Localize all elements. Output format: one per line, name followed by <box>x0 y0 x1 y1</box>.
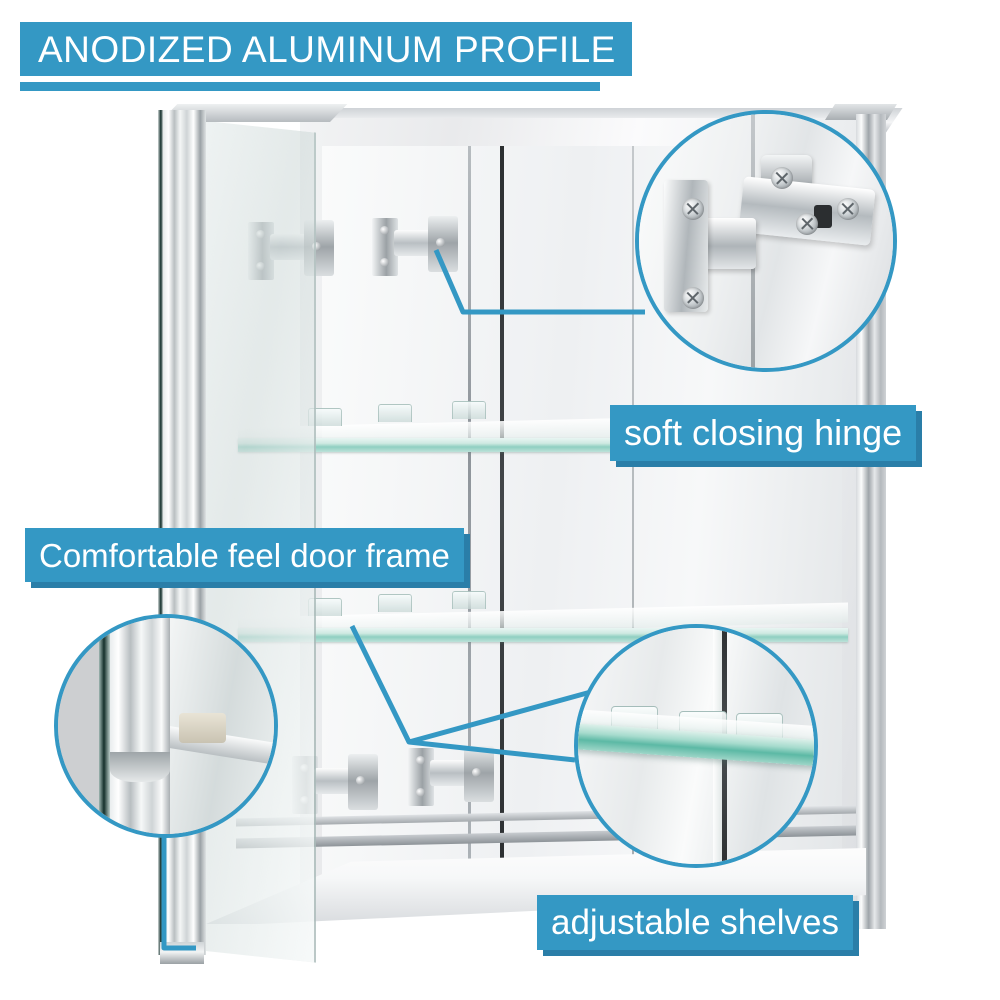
shelf-clip <box>452 591 486 609</box>
hinge-screw <box>436 238 445 247</box>
door-frame-detail-profile <box>109 618 171 834</box>
hinge-detail-circle <box>635 110 897 372</box>
door-frame-detail-circle <box>54 614 278 838</box>
interior-door-gap <box>500 146 504 891</box>
hinge-screw <box>380 226 389 235</box>
hinge-detail-adjust-slot <box>814 205 833 229</box>
callout-label-shelves: adjustable shelves <box>537 895 853 950</box>
shelf-clip <box>452 401 486 419</box>
hinge-detail-screw <box>771 167 794 190</box>
hinge-lower-right <box>408 738 496 812</box>
hinge-screw <box>380 258 389 267</box>
hinge-detail-screw <box>837 197 860 220</box>
hinge-screw <box>472 768 481 777</box>
interior-panel-seam-left <box>468 146 471 891</box>
title-underline-bar <box>20 82 600 91</box>
hinge-screw <box>416 788 425 797</box>
shelf-clip <box>378 404 412 422</box>
door-frame-detail-seal <box>178 713 227 744</box>
shelf-detail-circle <box>574 624 818 868</box>
callout-label-hinge: soft closing hinge <box>610 405 917 461</box>
callout-label-door-frame-text: Comfortable feel door frame <box>39 536 450 574</box>
page-title-banner: ANODIZED ALUMINUM PROFILE <box>20 22 632 76</box>
hinge-screw <box>416 756 425 765</box>
hinge-detail-screw <box>682 286 705 309</box>
page-title: ANODIZED ALUMINUM PROFILE <box>38 28 616 70</box>
hinge-screw <box>312 242 321 251</box>
callout-label-hinge-text: soft closing hinge <box>624 412 903 453</box>
shelf-clip <box>378 594 412 612</box>
hinge-detail-knuckle <box>699 218 756 269</box>
callout-label-door-frame: Comfortable feel door frame <box>25 528 464 582</box>
hinge-upper-right <box>372 208 460 282</box>
interior-panel-seam-right <box>632 146 634 891</box>
mirror-door-bottom-profile <box>160 942 204 964</box>
hinge-detail-screw <box>796 213 819 236</box>
hinge-detail-screw <box>682 197 705 220</box>
door-frame-detail-glass-edge <box>99 618 110 834</box>
callout-label-shelves-text: adjustable shelves <box>551 903 839 942</box>
door-frame-detail-notch <box>109 751 171 783</box>
hinge-screw <box>356 776 365 785</box>
